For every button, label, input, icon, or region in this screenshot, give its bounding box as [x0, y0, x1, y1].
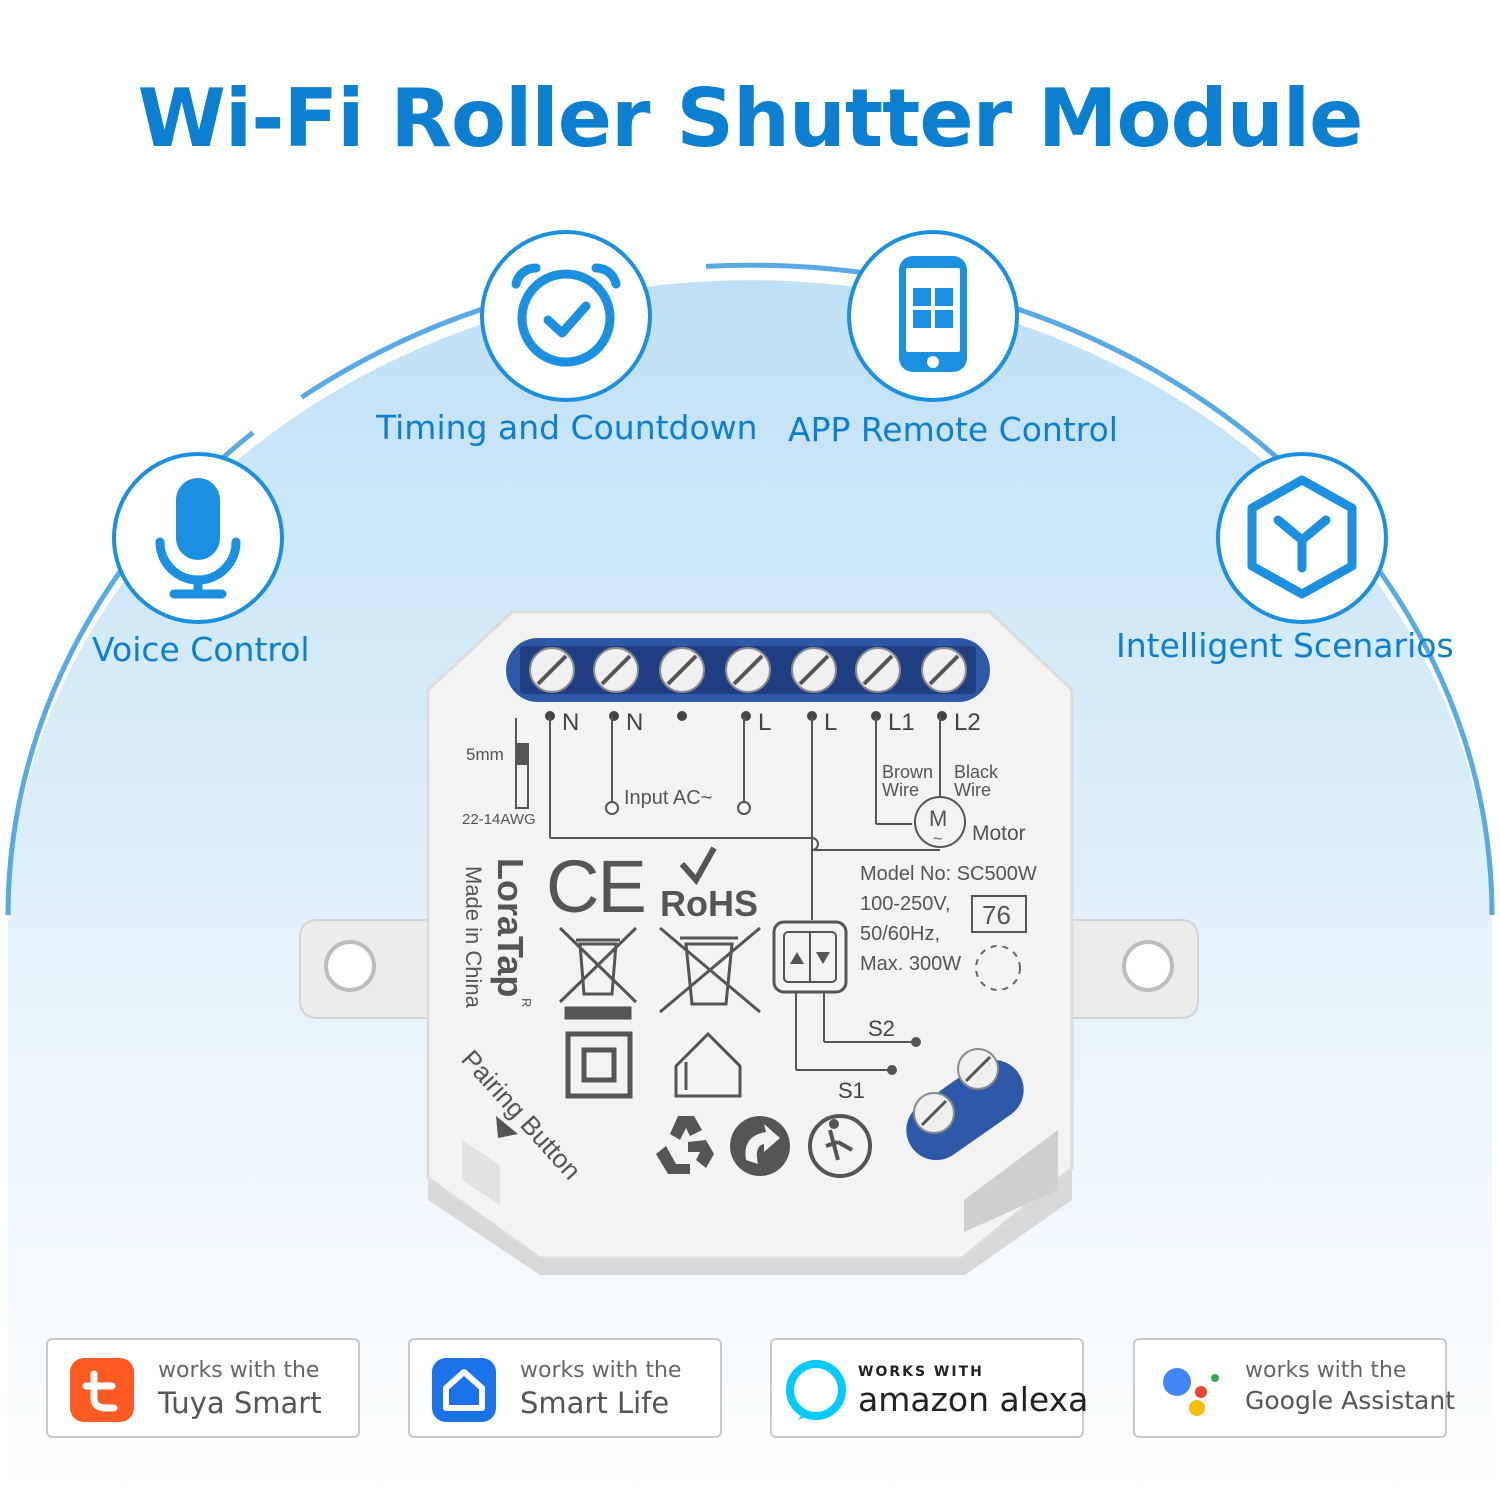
- weee-bin-icon: [558, 926, 638, 1020]
- terminal-label: L: [824, 709, 837, 736]
- pairing-arrow-icon: [496, 1116, 518, 1138]
- badge-google-assistant: works with the Google Assistant: [1133, 1338, 1455, 1438]
- screw-slot: [666, 654, 698, 686]
- recycle-icon: [656, 1116, 714, 1174]
- feature-label-app-remote: APP Remote Control: [788, 410, 1118, 449]
- black-wire-label-2: Wire: [954, 780, 991, 800]
- shutter-switch-icon: [772, 920, 848, 994]
- model-number: Model No: SC500W: [860, 863, 1037, 885]
- made-in-label: Made in China: [461, 866, 486, 1009]
- badge-smart-life-small: works with the: [520, 1358, 682, 1383]
- badge-smart-life: works with the Smart Life: [408, 1338, 722, 1438]
- badge-google-small: works with the: [1245, 1358, 1407, 1383]
- microphone-icon: [112, 452, 284, 624]
- rohs-mark: RoHS: [660, 883, 758, 924]
- badge-alexa-small: WORKS WITH: [858, 1364, 984, 1380]
- terminal-label: N: [626, 709, 643, 736]
- terminal-label: N: [562, 709, 579, 736]
- mounting-ear-right: [1069, 919, 1199, 1019]
- terminal-dot: [937, 711, 947, 721]
- google-assistant-logo-icon: [1163, 1368, 1219, 1416]
- feature-label-voice: Voice Control: [92, 630, 310, 669]
- feature-label-scenarios: Intelligent Scenarios: [1116, 626, 1454, 665]
- certification-code: 76: [982, 900, 1011, 930]
- screw-slot: [600, 654, 632, 686]
- terminal-dot: [677, 711, 687, 721]
- screw-slot: [928, 654, 960, 686]
- page-title: Wi-Fi Roller Shutter Module: [137, 72, 1364, 165]
- alarm-clock-check-icon: [480, 230, 652, 402]
- tuya-logo-icon: [70, 1358, 134, 1422]
- badge-alexa: WORKS WITH amazon alexa: [770, 1338, 1088, 1438]
- feature-label-timing: Timing and Countdown: [376, 408, 758, 447]
- screw-slot: [798, 654, 830, 686]
- double-insulation-icon: [565, 1031, 633, 1099]
- weee-bin-icon-2: [659, 926, 761, 1014]
- terminal-label: L: [758, 709, 771, 736]
- wire-strip-length: 5mm: [466, 745, 504, 764]
- terminal-block-switch: [906, 1048, 1024, 1161]
- ce-mark: CE: [546, 845, 645, 928]
- terminal-label: L2: [954, 709, 981, 736]
- switch-s1-label: S1: [838, 1078, 865, 1103]
- screw-slot: [536, 654, 568, 686]
- badge-alexa-big: amazon alexa: [858, 1380, 1089, 1419]
- wiring-diagram: [515, 716, 966, 1071]
- brand-logo: LoraTap: [490, 858, 531, 997]
- terminal-label: L1: [888, 709, 915, 736]
- badge-tuya-big: Tuya Smart: [158, 1386, 322, 1420]
- switch-s2-label: S2: [868, 1016, 895, 1041]
- motor-symbol: M: [929, 806, 947, 831]
- smart-life-logo-icon: [432, 1358, 496, 1422]
- screw-slot: [862, 654, 894, 686]
- voltage-rating: 100-250V,: [860, 893, 950, 915]
- black-wire-label-1: Black: [954, 762, 999, 782]
- indoor-use-icon: [674, 1031, 742, 1098]
- green-dot-icon: [730, 1116, 790, 1176]
- smartphone-app-icon: [847, 230, 1019, 402]
- badge-tuya-small: works with the: [158, 1358, 320, 1383]
- brand-registered: R: [519, 998, 534, 1007]
- input-label: Input AC~: [624, 787, 712, 809]
- rohs-check-icon: [679, 846, 717, 886]
- wire-gauge: 22-14AWG: [462, 811, 536, 828]
- arc-outline: [5, 262, 1495, 916]
- terminal-dot: [741, 711, 751, 721]
- tidyman-icon: [808, 1114, 872, 1178]
- terminal-block-main: [506, 638, 990, 702]
- brown-wire-label-2: Wire: [882, 780, 919, 800]
- max-power-rating: Max. 300W: [860, 953, 961, 975]
- badge-google-big: Google Assistant: [1245, 1386, 1455, 1415]
- frequency-rating: 50/60Hz,: [860, 923, 940, 945]
- terminal-dot: [609, 711, 619, 721]
- motor-tilde: ~: [933, 831, 942, 848]
- badge-smart-life-big: Smart Life: [520, 1386, 670, 1420]
- screw-slot: [732, 654, 764, 686]
- brown-wire-label-1: Brown: [882, 762, 933, 782]
- motor-label: Motor: [972, 822, 1026, 845]
- scene-cube-icon: [1216, 452, 1388, 624]
- mounting-ear-left: [299, 919, 433, 1019]
- alexa-logo-icon: [786, 1360, 846, 1420]
- badge-tuya: works with the Tuya Smart: [46, 1338, 360, 1438]
